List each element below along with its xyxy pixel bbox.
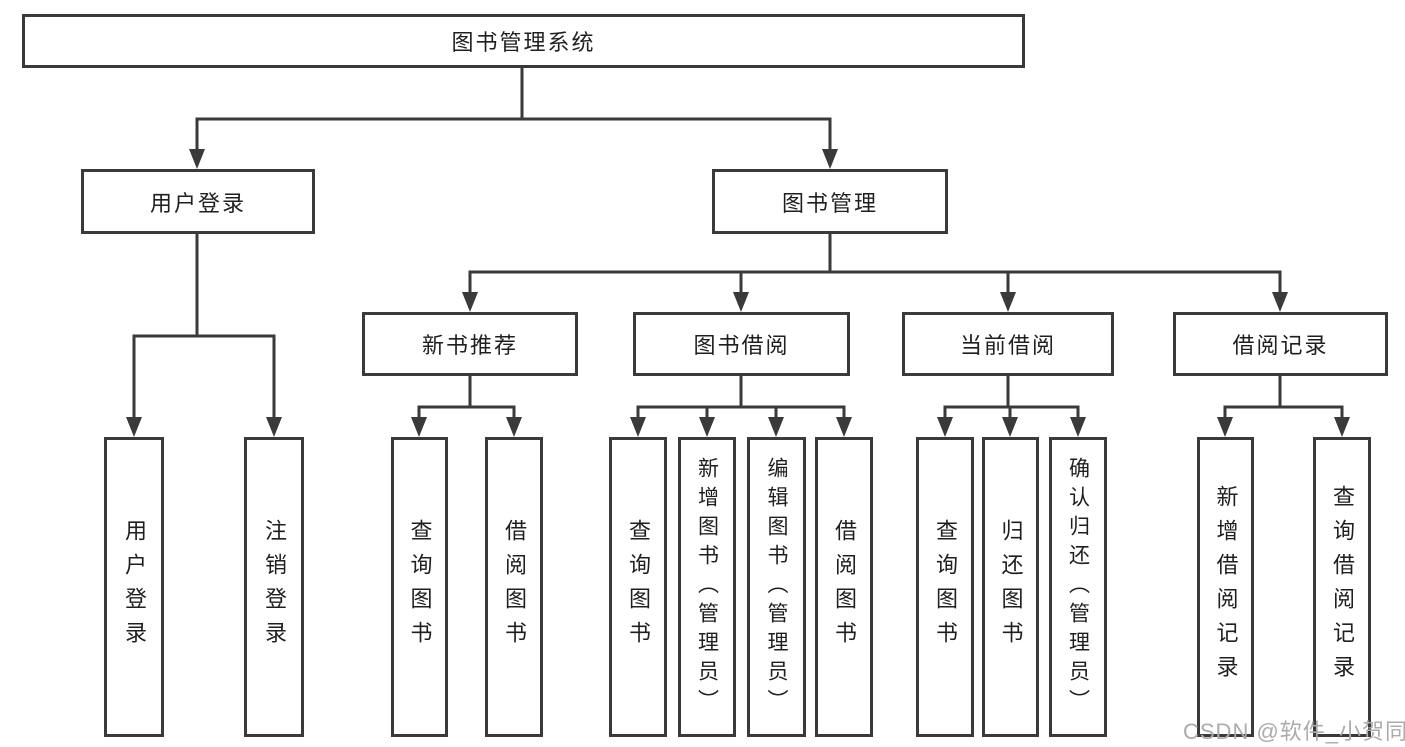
arrowhead xyxy=(1217,417,1233,437)
arrowhead xyxy=(699,417,715,437)
arrowhead xyxy=(768,417,784,437)
node-library-system: 图书管理系统 xyxy=(22,14,1025,68)
node-book-borrowing: 图书借阅 xyxy=(633,312,850,376)
arrowhead xyxy=(822,149,838,169)
leaf-confirm-return-admin: 确认归还（管理员） xyxy=(1049,437,1107,737)
node-new-book-recommendation: 新书推荐 xyxy=(362,312,578,376)
leaf-query-books-borrow: 查询图书 xyxy=(609,437,667,737)
leaf-borrow-books-recommend: 借阅图书 xyxy=(485,437,543,737)
leaf-return-books: 归还图书 xyxy=(982,437,1039,737)
arrowhead xyxy=(189,149,205,169)
arrowhead xyxy=(462,292,478,312)
arrowhead xyxy=(630,417,646,437)
leaf-user-login: 用户登录 xyxy=(104,437,164,737)
elbow-connectors xyxy=(132,66,1344,423)
arrowhead xyxy=(411,417,427,437)
arrowhead xyxy=(1002,417,1018,437)
leaf-add-books-admin: 新增图书（管理员） xyxy=(678,437,736,737)
watermark: CSDN @软件_小贺同学 xyxy=(1183,719,1405,744)
arrowhead xyxy=(836,417,852,437)
arrowhead xyxy=(126,417,142,437)
node-borrowing-records: 借阅记录 xyxy=(1173,312,1388,376)
leaf-query-books-recommend: 查询图书 xyxy=(391,437,448,737)
arrowhead xyxy=(266,417,282,437)
arrowhead xyxy=(1334,417,1350,437)
arrowhead xyxy=(506,417,522,437)
arrowheads xyxy=(126,149,1350,437)
arrowhead xyxy=(1000,292,1016,312)
leaf-borrow-books: 借阅图书 xyxy=(815,437,873,737)
leaf-add-borrow-record: 新增借阅记录 xyxy=(1197,437,1254,737)
node-book-management: 图书管理 xyxy=(712,169,948,234)
node-current-borrowing: 当前借阅 xyxy=(902,312,1114,376)
arrowhead xyxy=(1272,292,1288,312)
leaf-edit-books-admin: 编辑图书（管理员） xyxy=(747,437,806,737)
node-user-login: 用户登录 xyxy=(81,169,315,234)
leaf-query-books-current: 查询图书 xyxy=(916,437,974,737)
arrowhead xyxy=(1070,417,1086,437)
arrowhead xyxy=(733,292,749,312)
leaf-logout: 注销登录 xyxy=(244,437,304,737)
arrowhead xyxy=(937,417,953,437)
leaf-query-borrow-record: 查询借阅记录 xyxy=(1313,437,1371,737)
